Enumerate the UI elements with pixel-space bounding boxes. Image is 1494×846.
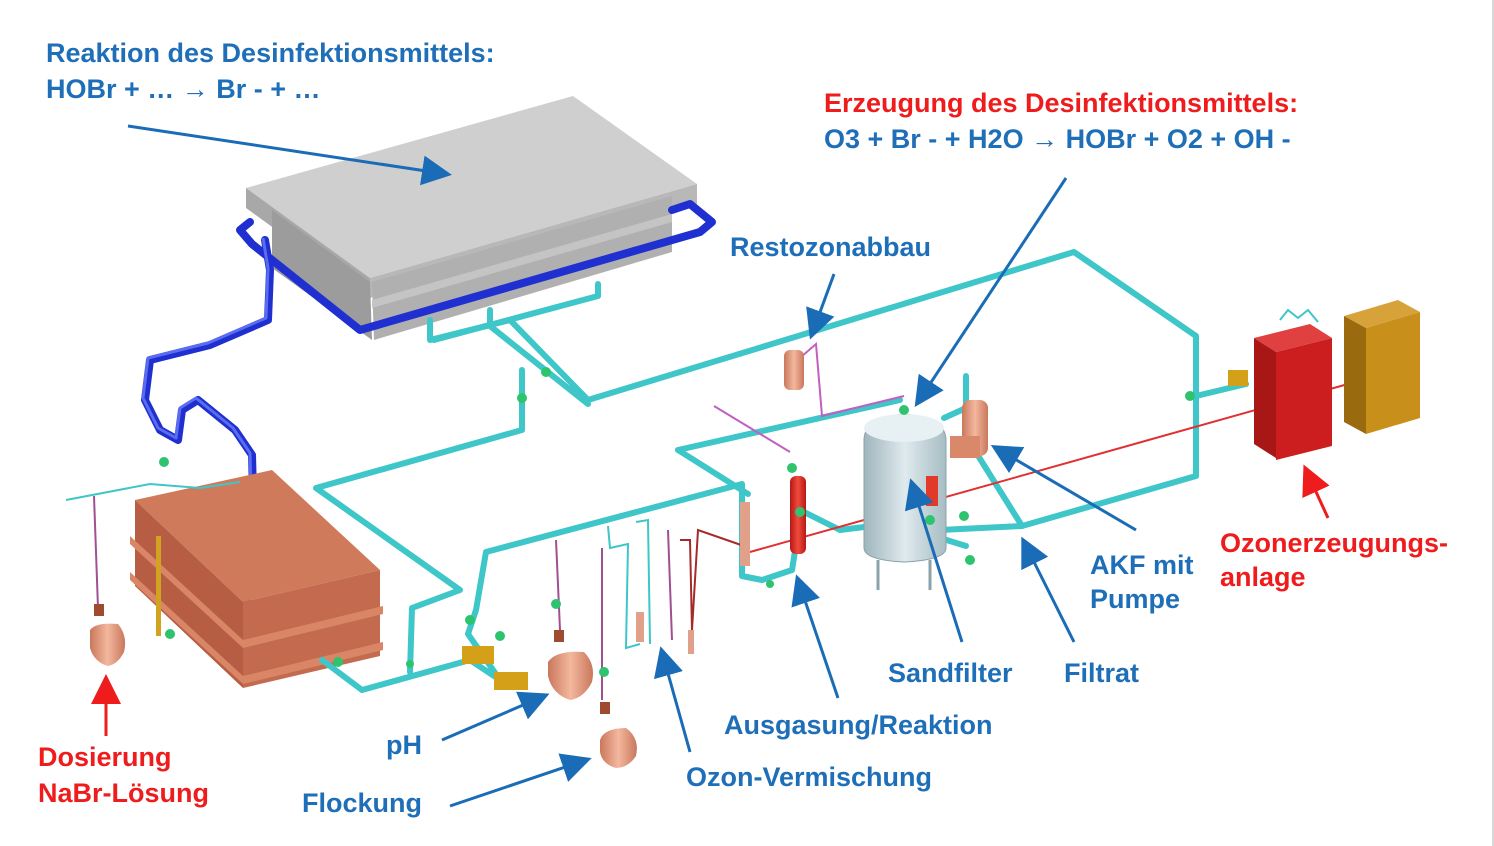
label-dosierung-1: Dosierung xyxy=(38,742,172,772)
label-erzeugung-title: Erzeugung des Desinfektionsmittels: xyxy=(824,88,1299,118)
reaction-column xyxy=(740,476,806,566)
label-arrows-blue xyxy=(127,124,1137,808)
label-ozonerzeugung-1: Ozonerzeugungs- xyxy=(1220,528,1448,558)
label-ausgasung: Ausgasung/Reaktion xyxy=(724,710,993,740)
thin-dosing-lines xyxy=(65,308,1349,700)
balance-tank xyxy=(130,470,383,688)
arrow-flockung xyxy=(449,753,592,808)
label-flockung: Flockung xyxy=(302,788,422,818)
right-border xyxy=(1492,0,1494,846)
label-filtrat: Filtrat xyxy=(1064,658,1140,688)
arrow-sandfilter xyxy=(904,478,964,643)
cyan-pipe-network xyxy=(313,249,1249,693)
arrow-restozonabbau xyxy=(806,273,836,340)
arrow-ozon-vermischung xyxy=(654,646,692,753)
valves xyxy=(159,367,1195,677)
label-restozonabbau: Restozonabbau xyxy=(730,232,932,262)
sand-filter xyxy=(863,413,947,590)
label-arrows-red xyxy=(91,464,1330,736)
pool-basin xyxy=(246,96,697,340)
label-akf-2: Pumpe xyxy=(1090,584,1181,614)
dosing-vessels xyxy=(90,604,694,768)
label-ozon-vermischung: Ozon-Vermischung xyxy=(686,762,933,792)
arrow-ausgasung xyxy=(791,574,840,699)
label-erzeugung-formula: O3 + Br - + H2O → HOBr + O2 + OH - xyxy=(824,124,1291,154)
label-ozonerzeugung-2: anlage xyxy=(1220,562,1306,592)
ozone-generator xyxy=(1254,300,1420,460)
arrow-reaktion xyxy=(127,124,452,186)
arrow-erzeugung xyxy=(914,177,1068,408)
arrow-filtrat xyxy=(1021,536,1076,643)
label-reaktion-title: Reaktion des Desinfektionsmittels: xyxy=(46,38,495,68)
label-ph: pH xyxy=(386,730,422,760)
arrow-ph xyxy=(441,691,550,742)
ozone-destructor xyxy=(784,350,988,458)
label-sandfilter: Sandfilter xyxy=(888,658,1013,688)
arrow-ozonerzeugung xyxy=(1302,464,1330,519)
arrow-akf xyxy=(990,444,1137,532)
label-reaktion-formula: HOBr + … → Br - + … xyxy=(46,74,321,104)
pumps xyxy=(462,370,1248,690)
blue-pipe-shadow xyxy=(141,237,270,527)
label-dosierung-2: NaBr-Lösung xyxy=(38,778,209,808)
label-akf-1: AKF mit xyxy=(1090,550,1194,580)
